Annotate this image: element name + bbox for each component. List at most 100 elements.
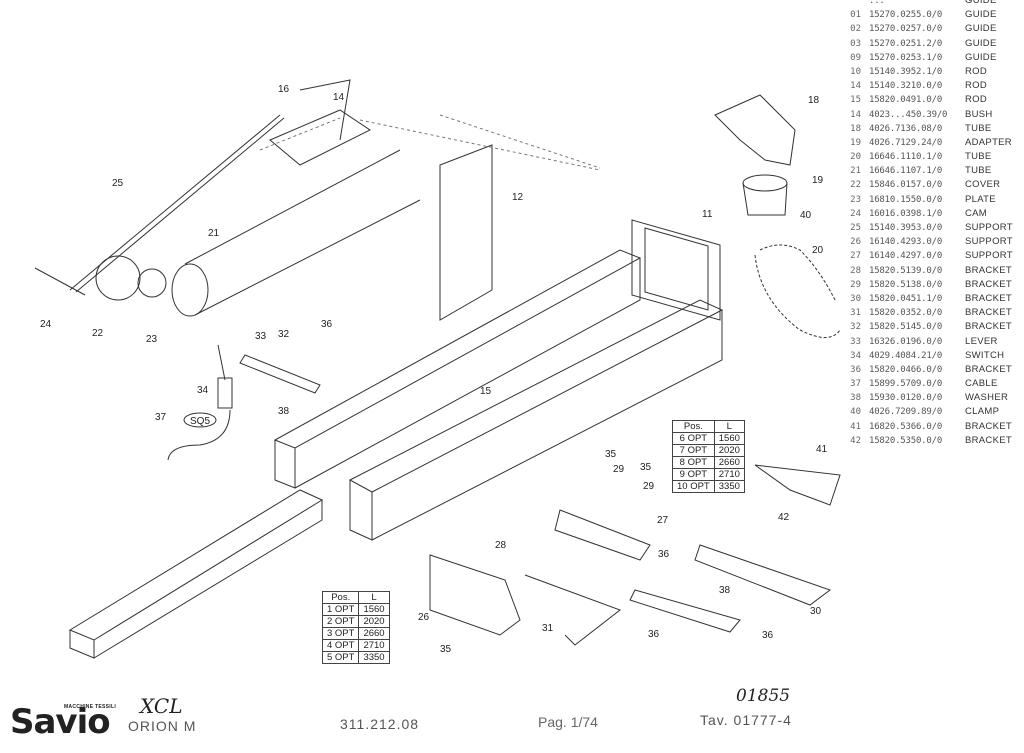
panel-12 xyxy=(439,144,493,321)
part-code: 4023...450.39/0 xyxy=(869,109,948,120)
part-code: 15846.0157.0/0 xyxy=(869,180,943,191)
option-pos: 5 OPT xyxy=(321,651,360,664)
part-description: SUPPORT xyxy=(965,236,1013,248)
part-code: 15270.0253.1/0 xyxy=(869,52,943,63)
callout-number: 18 xyxy=(808,95,820,106)
callout-number: 20 xyxy=(812,245,824,256)
part-description: BRACKET xyxy=(965,321,1012,333)
callout-number: 29 xyxy=(613,464,625,475)
part-description: BRACKET xyxy=(965,363,1012,375)
opt-a-header-pos: Pos. xyxy=(321,591,360,604)
part-code: 15270.0255.0/0 xyxy=(869,10,943,21)
support-26 xyxy=(429,554,521,636)
tube-21-end xyxy=(171,263,209,317)
part-position: 25 xyxy=(850,223,861,233)
option-pos: 1 OPT xyxy=(321,603,360,616)
cam-24 xyxy=(34,267,86,296)
part-position: 18 xyxy=(850,123,861,134)
savio-logo: Savio xyxy=(10,702,111,742)
opt-a-header-l: L xyxy=(358,591,390,604)
part-description: ROD xyxy=(965,80,988,92)
callout-number: 36 xyxy=(321,319,333,330)
part-position: 27 xyxy=(850,251,861,262)
callout-number: 42 xyxy=(778,512,790,523)
option-length: 1560 xyxy=(358,603,390,616)
part-code: 16326.0196.0/0 xyxy=(869,336,943,347)
part-description: BUSH xyxy=(965,108,993,120)
part-description: BRACKET xyxy=(965,264,1012,276)
callout-number: 19 xyxy=(812,175,824,186)
part-code: 15820.0491.0/0 xyxy=(869,95,943,106)
option-pos: 3 OPT xyxy=(321,627,360,640)
part-description: TUBE xyxy=(965,122,992,134)
cable-37 xyxy=(167,409,231,461)
option-length: 2660 xyxy=(713,456,745,469)
part-position: 28 xyxy=(850,265,861,276)
part-code: 15820.0466.0/0 xyxy=(869,364,943,375)
part-code: 15820.0451.1/0 xyxy=(869,293,943,304)
part-description: CABLE xyxy=(965,378,998,390)
part-code: 4026.7129.24/0 xyxy=(869,137,943,148)
part-description: CLAMP xyxy=(965,406,1000,418)
part-position: 33 xyxy=(850,336,861,347)
part-position: 40 xyxy=(850,407,861,418)
part-code: 15820.5145.0/0 xyxy=(869,322,943,333)
part-description: CAM xyxy=(965,207,988,219)
part-description: BRACKET xyxy=(965,278,1012,290)
callout-number: 35 xyxy=(640,462,652,473)
callout-number: 21 xyxy=(208,228,220,239)
part-position: 30 xyxy=(850,293,861,304)
part-position: 14 xyxy=(850,81,861,92)
part-position: 38 xyxy=(850,393,861,404)
part-position: 02 xyxy=(850,24,861,35)
part-code: 15930.0120.0/0 xyxy=(869,393,943,404)
option-length: 2710 xyxy=(358,639,390,652)
bracket-41 xyxy=(754,464,841,506)
part-code: 15270.0251.2/0 xyxy=(869,38,943,49)
part-description: SWITCH xyxy=(965,349,1005,361)
part-code: 16810.1550.0/0 xyxy=(869,194,943,205)
part-code: 15140.3953.0/0 xyxy=(869,223,943,233)
part-position: 34 xyxy=(850,350,861,361)
callout-number: 29 xyxy=(643,481,655,492)
callout-number: 34 xyxy=(197,385,209,396)
part-description: BRACKET xyxy=(965,434,1012,446)
elbow-18 xyxy=(714,94,796,166)
callout-number: 27 xyxy=(657,515,669,526)
part-position: 36 xyxy=(850,364,861,375)
part-code: 15140.3952.1/0 xyxy=(869,66,943,77)
part-code: 4026.7136.08/0 xyxy=(869,123,943,134)
rail-upper xyxy=(273,249,642,489)
callout-number: 30 xyxy=(810,606,822,617)
part-position: 42 xyxy=(850,435,861,446)
parts-row: 36 15820.0466.0/0 BRACKET xyxy=(845,363,1024,377)
rail-bottom xyxy=(68,489,324,659)
logo-subtitle: MACCHINE TESSILI xyxy=(64,704,117,710)
